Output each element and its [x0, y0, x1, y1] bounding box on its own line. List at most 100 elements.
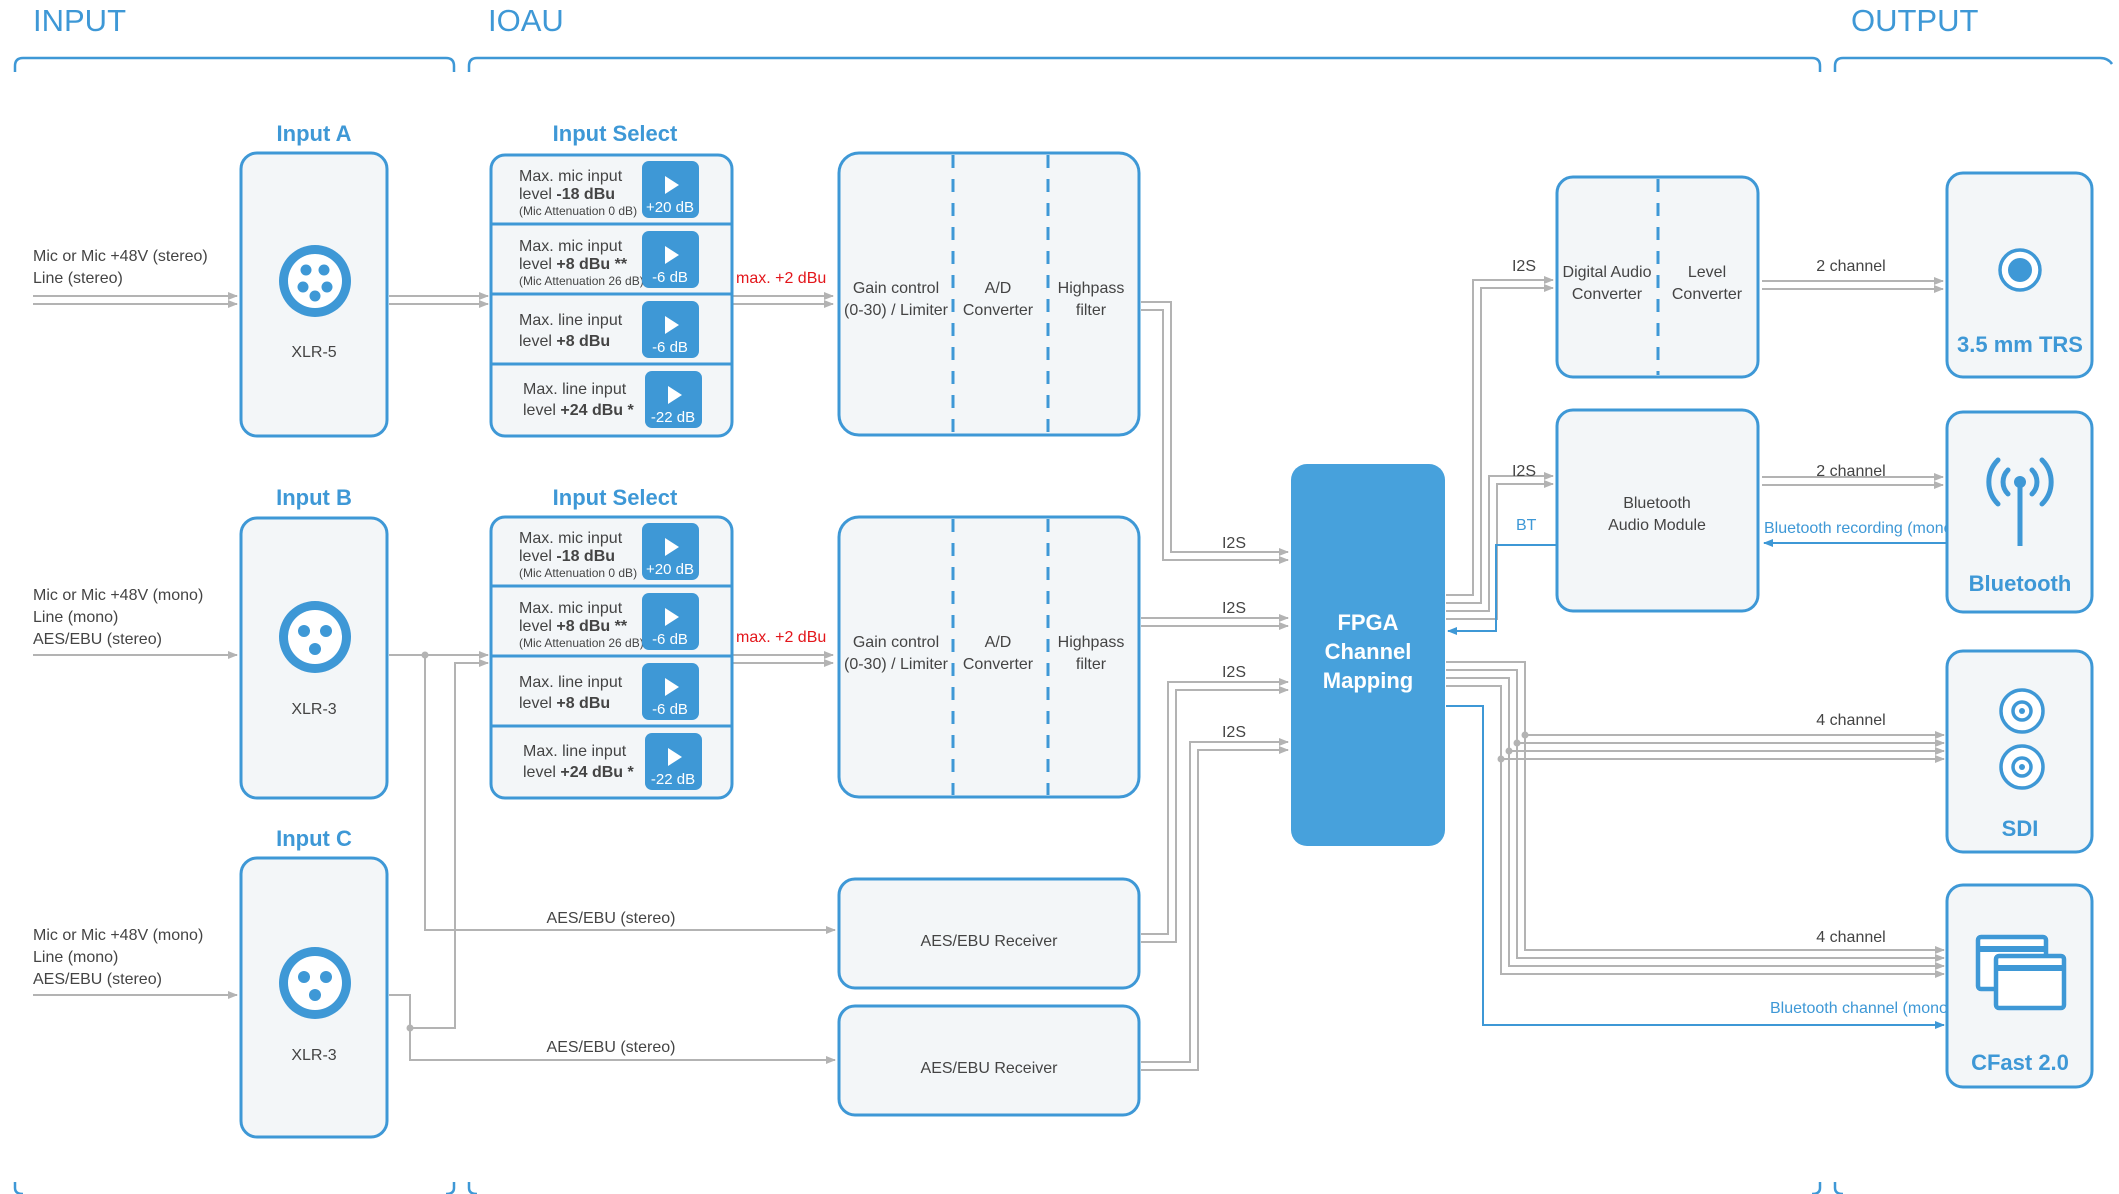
- select-row-3-line-2: level +8 dBu: [519, 695, 610, 712]
- level-converter-label-2: Converter: [1672, 286, 1743, 303]
- input-c-desc-1: Mic or Mic +48V (mono): [33, 927, 203, 944]
- select-row-1-line-2: level -18 dBu: [519, 186, 615, 203]
- cfast-channel-label: 4 channel: [1816, 929, 1885, 946]
- aes-stereo-label-2: AES/EBU (stereo): [547, 1039, 676, 1056]
- highpass-filter-label-2: filter: [1076, 302, 1107, 319]
- select-row-1-line-3: (Mic Attenuation 0 dB): [519, 204, 637, 218]
- dac-label-2: Converter: [1572, 286, 1643, 303]
- gain-control-label-2: (0-30) / Limiter: [844, 302, 949, 319]
- bt-label: BT: [1516, 517, 1537, 534]
- gain-button-4-label: -22 dB: [651, 771, 695, 788]
- bracket-input-top: [13, 56, 456, 72]
- select-row-2-line-2: level +8 dBu **: [519, 618, 628, 635]
- input-b-desc-2: Line (mono): [33, 609, 118, 626]
- select-row-2-line-2: level +8 dBu **: [519, 256, 628, 273]
- ad-converter-label-2: Converter: [963, 302, 1034, 319]
- input-select-block-b: Input Select Max. mic input level -18 dB…: [489, 485, 734, 800]
- max-level-label-a: max. +2 dBu: [736, 270, 826, 287]
- sdi-connector-icon: [1999, 688, 2045, 790]
- play-icon: [665, 538, 679, 556]
- input-a-block: Input A XLR-5: [239, 121, 389, 438]
- ad-converter-label: A/D: [985, 634, 1012, 651]
- gain-button-4-label: -22 dB: [651, 409, 695, 426]
- select-row-4-line-2: level +24 dBu *: [523, 764, 634, 781]
- select-row-3-line-1: Max. line input: [519, 312, 623, 329]
- input-a-connector-label: XLR-5: [291, 344, 336, 361]
- input-c-block: Input C XLR-3: [239, 826, 389, 1139]
- fpga-label-1: FPGA: [1337, 610, 1398, 635]
- gain-control-label-2: (0-30) / Limiter: [844, 656, 949, 673]
- select-row-3-line-1: Max. line input: [519, 674, 623, 691]
- section-ioau-title: IOAU: [488, 3, 564, 38]
- play-icon: [668, 748, 682, 766]
- input-b-connector-label: XLR-3: [291, 701, 336, 718]
- aes-receiver-label: AES/EBU Receiver: [921, 933, 1059, 950]
- input-a-title: Input A: [277, 121, 352, 146]
- select-row-1-line-1: Max. mic input: [519, 530, 623, 547]
- output-sdi: SDI: [1945, 649, 2094, 854]
- play-icon: [665, 678, 679, 696]
- xlr5-connector-icon: [279, 245, 351, 317]
- input-b-desc-3: AES/EBU (stereo): [33, 631, 162, 648]
- bracket-input-bottom-r: [445, 1182, 456, 1194]
- highpass-filter-label: Highpass: [1058, 634, 1125, 651]
- input-c-connector-label: XLR-3: [291, 1047, 336, 1064]
- i2s-label-3: I2S: [1222, 664, 1246, 681]
- bracket-ioau-bottom: [467, 1182, 478, 1194]
- aes-receiver-label: AES/EBU Receiver: [921, 1060, 1059, 1077]
- input-select-title: Input Select: [553, 121, 678, 146]
- output-bluetooth: Bluetooth: [1945, 410, 2094, 614]
- output-bluetooth-label: Bluetooth: [1969, 571, 2072, 596]
- select-row-2-line-1: Max. mic input: [519, 238, 623, 255]
- bracket-ioau-top: [467, 56, 1822, 72]
- output-cfast-label: CFast 2.0: [1971, 1050, 2069, 1075]
- output-sdi-label: SDI: [2002, 816, 2039, 841]
- gain-button-3-label: -6 dB: [652, 701, 688, 718]
- ad-converter-label-2: Converter: [963, 656, 1034, 673]
- play-icon: [665, 246, 679, 264]
- select-row-3-line-2: level +8 dBu: [519, 333, 610, 350]
- select-row-4-line-2: level +24 dBu *: [523, 402, 634, 419]
- select-row-1-line-2: level -18 dBu: [519, 548, 615, 565]
- gain-control-label: Gain control: [853, 634, 939, 651]
- ad-converter-label: A/D: [985, 280, 1012, 297]
- section-input-title: INPUT: [33, 3, 126, 38]
- input-select-block-a: Input Select Max. mic input level -18 dB…: [489, 121, 734, 438]
- fpga-label-2: Channel: [1325, 639, 1412, 664]
- output-cfast: CFast 2.0: [1945, 883, 2094, 1089]
- gain-button-1-label: +20 dB: [646, 199, 694, 216]
- select-row-4-line-1: Max. line input: [523, 743, 627, 760]
- input-c-desc-2: Line (mono): [33, 949, 118, 966]
- bt-recording-label: Bluetooth recording (mono): [1764, 520, 1958, 537]
- bt-channel-label: 2 channel: [1816, 463, 1885, 480]
- cfast-card-icon: [1975, 934, 2067, 1011]
- bracket-input-bottom: [13, 1182, 24, 1194]
- connection-lines: [33, 276, 1946, 1071]
- i2s-label-4: I2S: [1222, 724, 1246, 741]
- bt-module-label-2: Audio Module: [1608, 517, 1706, 534]
- dac-label-1: Digital Audio: [1563, 264, 1652, 281]
- gain-button-1-label: +20 dB: [646, 561, 694, 578]
- fpga-label-3: Mapping: [1323, 668, 1413, 693]
- xlr3-connector-icon: [279, 947, 351, 1019]
- select-row-4-line-1: Max. line input: [523, 381, 627, 398]
- aes-stereo-label-1: AES/EBU (stereo): [547, 910, 676, 927]
- processing-block-b: Gain control (0-30) / Limiter A/D Conver…: [837, 515, 1141, 799]
- i2s-label-1: I2S: [1222, 535, 1246, 552]
- gain-button-3-label: -6 dB: [652, 339, 688, 356]
- bracket-ioau-bottom-r: [1811, 1182, 1822, 1194]
- dac-level-converter: Digital Audio Converter Level Converter: [1555, 175, 1760, 379]
- input-select-title: Input Select: [553, 485, 678, 510]
- play-icon: [668, 386, 682, 404]
- input-c-title: Input C: [276, 826, 352, 851]
- bluetooth-antenna-icon: [1986, 457, 2054, 546]
- gain-button-2-label: -6 dB: [652, 269, 688, 286]
- gain-control-label: Gain control: [853, 280, 939, 297]
- select-row-2-line-3: (Mic Attenuation 26 dB): [519, 274, 644, 288]
- sdi-channel-label: 4 channel: [1816, 712, 1885, 729]
- play-icon: [665, 316, 679, 334]
- i2s-label-bt: I2S: [1512, 463, 1536, 480]
- select-row-2-line-3: (Mic Attenuation 26 dB): [519, 636, 644, 650]
- fpga-channel-mapping: FPGA Channel Mapping: [1291, 464, 1445, 846]
- gain-button-2-label: -6 dB: [652, 631, 688, 648]
